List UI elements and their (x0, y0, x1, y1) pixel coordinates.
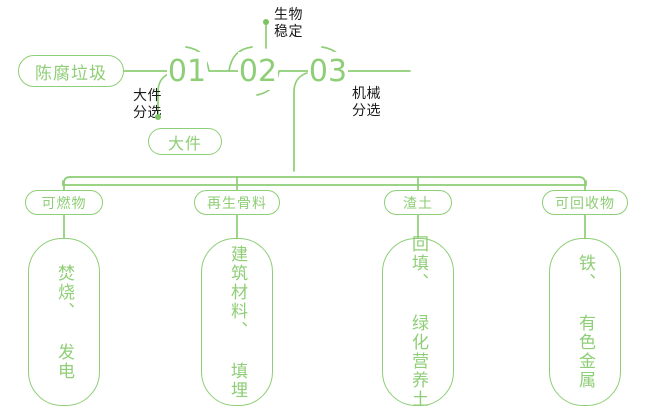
stage-number-03[interactable]: 03 (308, 52, 348, 90)
category-pill-2[interactable]: 渣土 (384, 190, 452, 215)
stage-02-endpoint-dot (263, 19, 269, 25)
destination-box-1[interactable]: 建筑材料、 填埋 (201, 238, 273, 406)
stage-number-03-label: 03 (308, 53, 348, 89)
destination-box-0-text: 焚烧、 发电 (54, 263, 74, 381)
stage-number-02[interactable]: 02 (238, 52, 278, 90)
stage-03-annotation: 机械 分选 (352, 86, 406, 126)
stage-02-annotation-text: 生物 稳定 (274, 7, 303, 40)
destination-box-0[interactable]: 焚烧、 发电 (28, 238, 100, 406)
destination-box-1-text: 建筑材料、 填埋 (227, 244, 247, 400)
destination-box-2-text: 回填、 绿化营养土 (408, 235, 428, 409)
category-pill-1[interactable]: 再生骨料 (194, 190, 280, 215)
destination-box-2[interactable]: 回填、 绿化营养土 (382, 235, 454, 409)
source-node-label: 陈腐垃圾 (35, 63, 107, 84)
category-pill-3[interactable]: 可回收物 (542, 190, 628, 215)
source-node-stale-waste[interactable]: 陈腐垃圾 (18, 55, 124, 87)
stage-number-01[interactable]: 01 (167, 52, 207, 90)
category-pill-0-label: 可燃物 (41, 195, 87, 212)
stage-02-annotation: 生物 稳定 (274, 7, 328, 47)
stage-number-02-label: 02 (238, 53, 278, 89)
destination-box-3-text: 铁、 有色金属 (575, 254, 595, 390)
output-node-bulky-label: 大件 (167, 133, 202, 153)
stage-01-annotation: 大件 分选 (133, 88, 183, 128)
stage-number-01-label: 01 (167, 53, 207, 89)
output-node-bulky[interactable]: 大件 (148, 128, 222, 155)
stage-03-annotation-text: 机械 分选 (352, 86, 381, 119)
stage-01-endpoint-dot (155, 114, 161, 120)
stage-01-annotation-text: 大件 分选 (133, 88, 162, 121)
category-pill-3-label: 可回收物 (555, 195, 615, 212)
destination-box-3[interactable]: 铁、 有色金属 (549, 238, 621, 406)
category-pill-0[interactable]: 可燃物 (25, 190, 103, 215)
category-pill-1-label: 再生骨料 (207, 195, 267, 212)
category-pill-2-label: 渣土 (403, 195, 433, 212)
